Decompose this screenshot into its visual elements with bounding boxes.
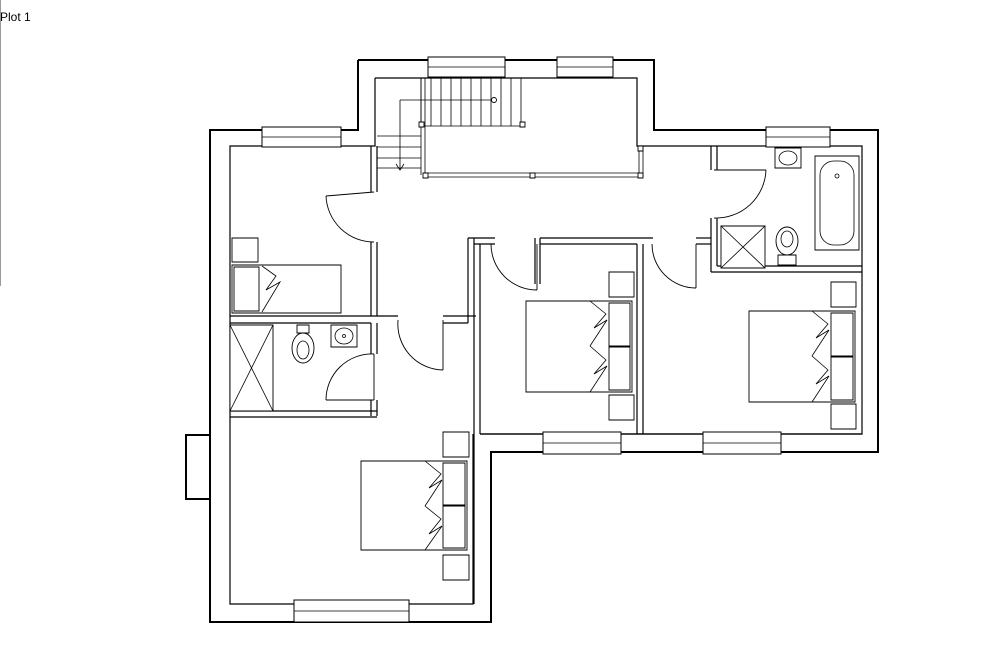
bedroom-3-furniture xyxy=(749,282,856,429)
bedside-table xyxy=(609,272,634,297)
door-shower-room xyxy=(326,354,374,400)
bathroom-fixtures xyxy=(721,148,859,268)
double-bed xyxy=(526,301,632,392)
window-bedroom-2 xyxy=(543,432,621,454)
bedside-table xyxy=(609,395,634,420)
door-bedroom-2 xyxy=(491,244,537,290)
bedside-table xyxy=(831,404,856,429)
bedroom-2-furniture xyxy=(526,272,634,420)
window-top-left xyxy=(428,57,505,77)
door-bedroom-1 xyxy=(326,192,374,242)
bedside-table xyxy=(232,238,258,262)
basin-bathroom xyxy=(775,148,801,168)
bedroom-4-furniture xyxy=(361,432,469,580)
shower-room-fixtures xyxy=(230,325,357,411)
window-bedroom-4 xyxy=(294,600,409,622)
window-bathroom xyxy=(766,127,830,147)
window-bedroom-3 xyxy=(703,432,781,454)
door-bedroom-4 xyxy=(398,320,443,370)
bathtub xyxy=(815,156,859,250)
interior-walls xyxy=(230,146,862,604)
window-bedroom-1 xyxy=(262,127,341,147)
single-bed xyxy=(232,265,341,313)
toilet-bathroom xyxy=(776,227,798,265)
door-bathroom xyxy=(714,170,766,218)
basin-shower-room xyxy=(331,325,357,347)
window-top-right xyxy=(557,57,613,77)
doors xyxy=(326,170,766,400)
bedside-table xyxy=(831,282,856,307)
page-edge-line xyxy=(0,0,1,286)
bedroom-1-furniture xyxy=(232,238,341,313)
double-bed xyxy=(749,311,855,402)
plot-title: Plot 1 xyxy=(0,10,31,24)
toilet-shower-room xyxy=(292,325,314,363)
door-bedroom-3 xyxy=(652,244,696,288)
windows xyxy=(262,57,830,622)
balustrade xyxy=(423,146,643,178)
bedside-table xyxy=(443,555,469,580)
shower-tray-bathroom xyxy=(721,226,765,268)
double-bed xyxy=(361,461,467,550)
bedside-table xyxy=(443,432,469,457)
staircase xyxy=(377,78,525,175)
